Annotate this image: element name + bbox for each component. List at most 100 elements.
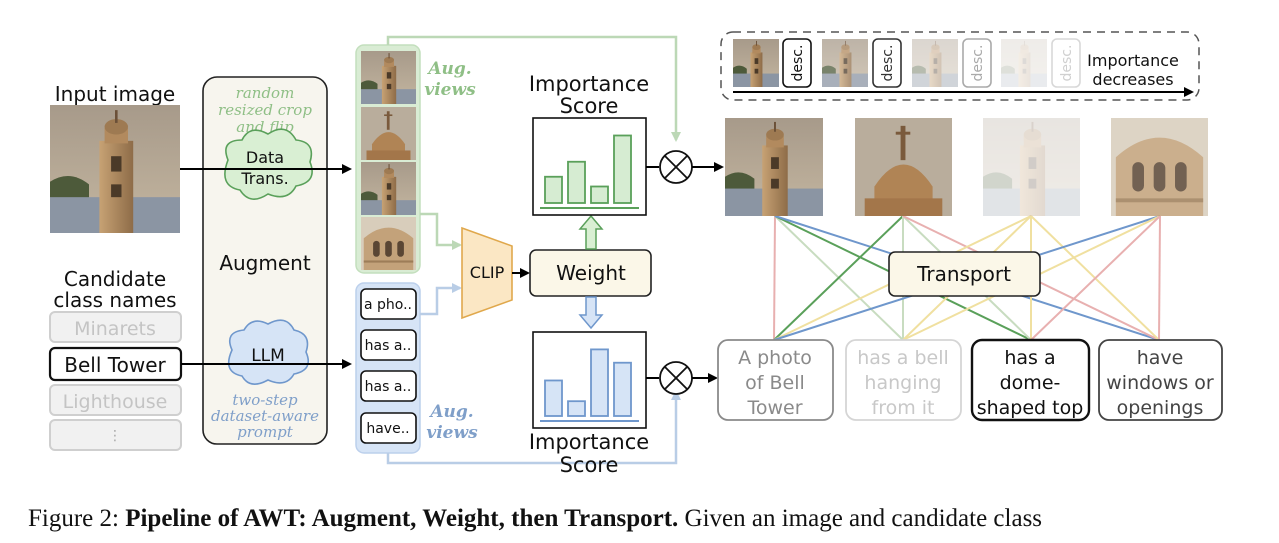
description-2-box[interactable]: [845, 339, 962, 421]
aug-views-txt-2: views: [426, 423, 478, 443]
importance-bottom-bar-2: [567, 400, 586, 417]
importance-top-bar-1: [544, 175, 563, 204]
description-4-box[interactable]: [1098, 339, 1223, 421]
importance-bottom-bar-1: [544, 379, 563, 417]
class-label-minarets: Minarets: [74, 318, 156, 340]
description-3-line1: has a: [1004, 347, 1055, 369]
description-2: has a bell hanging from it: [845, 339, 962, 421]
legend-desc-4: desc.: [1059, 45, 1075, 82]
legend-desc-3: desc.: [970, 45, 986, 82]
class-label-lighthouse: Lighthouse: [63, 391, 168, 413]
weighted-image-4: [1111, 118, 1208, 216]
text-view-3-box[interactable]: [360, 370, 417, 402]
multiply-top-icon: [659, 150, 693, 184]
aug-view-2: [361, 107, 416, 160]
text-aug-note-1: two-step: [232, 391, 298, 409]
legend-thumb-4: [1001, 39, 1047, 87]
aug-view-4: [361, 217, 416, 270]
text-view-4-box[interactable]: [360, 412, 417, 444]
class-chip-minarets[interactable]: [49, 311, 182, 343]
description-3-line3: shaped top: [977, 397, 1084, 419]
class-label-bell-tower: Bell Tower: [64, 353, 166, 377]
arrow-txt-to-clip: [420, 283, 462, 316]
description-4: have windows or openings: [1098, 339, 1223, 421]
description-4-line3: openings: [1117, 397, 1204, 419]
candidates-title-line2: class names: [53, 288, 176, 312]
weight-up-arrow: [578, 214, 604, 250]
importance-top-2: Score: [560, 94, 619, 118]
transport-label: Transport: [916, 262, 1011, 286]
importance-bottom-bars: [540, 348, 639, 422]
caption-rest: Given an image and candidate class: [678, 505, 1043, 532]
transport-line-1: [773, 215, 776, 341]
legend-desc-1: desc.: [790, 45, 806, 82]
text-aug-note-2: dataset-aware: [211, 407, 319, 425]
clip-encoder: [461, 226, 513, 320]
description-1-line2: of Bell: [745, 372, 805, 394]
text-view-1-box[interactable]: [360, 288, 417, 320]
legend-desc-3-box: [962, 38, 992, 88]
legend-desc-1-box: [782, 38, 812, 88]
legend-desc-2: desc.: [880, 45, 896, 82]
image-aug-note-2: resized crop: [218, 101, 312, 119]
transport-box: [888, 251, 1041, 297]
description-2-line1: has a bell: [857, 347, 949, 369]
llm-cloud: [227, 319, 310, 385]
legend-thumb-1: [733, 39, 779, 87]
multiply-bottom-icon: [659, 361, 693, 395]
text-view-2-box[interactable]: [360, 329, 417, 361]
description-4-line1: have: [1137, 347, 1184, 369]
class-label-more: ⋮: [108, 428, 122, 444]
importance-top-1: Importance: [529, 72, 649, 96]
weighted-image-3: [983, 118, 1080, 216]
weight-down-arrow: [578, 296, 604, 330]
importance-bottom-bar-4: [613, 361, 632, 417]
augment-label: Augment: [219, 251, 311, 275]
text-view-4: have..: [366, 421, 409, 437]
text-view-3: has a..: [365, 379, 412, 395]
arrow-img-to-clip: [420, 212, 462, 250]
aug-view-3: [361, 162, 416, 215]
aug-views-img-1: Aug.: [426, 59, 471, 79]
transport-line-5: [773, 215, 904, 341]
class-chip-lighthouse[interactable]: [49, 384, 182, 416]
figure-caption: Figure 2: Pipeline of AWT: Augment, Weig…: [28, 505, 1268, 533]
description-3: has a dome- shaped top: [970, 338, 1091, 422]
image-aug-note-1: random: [236, 84, 295, 102]
importance-bottom-1: Importance: [529, 430, 649, 454]
text-view-1: a pho..: [364, 297, 412, 313]
description-2-line3: from it: [872, 397, 935, 419]
description-4-line2: windows or: [1106, 372, 1214, 394]
legend-desc-2-box: [872, 38, 902, 88]
class-list: Minarets Bell Tower Lighthouse ⋮: [48, 311, 183, 451]
data-trans-cloud: [224, 128, 313, 200]
green-loop: [386, 35, 681, 142]
caption-prefix: Figure 2:: [28, 505, 126, 532]
data-trans-label-1: Data: [246, 148, 284, 167]
description-3-line2: dome-: [1000, 372, 1061, 394]
llm-label: LLM: [251, 346, 285, 366]
legend-text-1: Importance: [1087, 51, 1179, 70]
description-1-line1: A photo: [738, 347, 812, 369]
text-aug-note-3: prompt: [237, 423, 294, 441]
text-view-2: has a..: [365, 338, 412, 354]
importance-bottom-2: Score: [560, 453, 619, 477]
candidates-title-line1: Candidate: [64, 267, 166, 291]
legend-text-2: decreases: [1092, 70, 1173, 89]
weighted-image-1: [725, 118, 823, 216]
input-image-title: Input image: [55, 82, 175, 106]
legend-thumb-3: [912, 39, 958, 87]
class-chip-more[interactable]: [49, 419, 182, 451]
blue-loop: [386, 390, 681, 465]
description-3-box[interactable]: [970, 338, 1091, 422]
importance-top-bars: [540, 134, 639, 209]
description-1-line3: Tower: [746, 397, 802, 419]
input-image: [50, 105, 180, 233]
legend-thumb-2: [822, 39, 868, 87]
caption-bold: Pipeline of AWT: Augment, Weight, then T…: [125, 505, 679, 532]
importance-top-bar-3: [590, 185, 609, 204]
data-trans-label-2: Trans.: [240, 169, 288, 188]
weight-label: Weight: [556, 261, 626, 285]
description-1-box[interactable]: [717, 339, 834, 421]
